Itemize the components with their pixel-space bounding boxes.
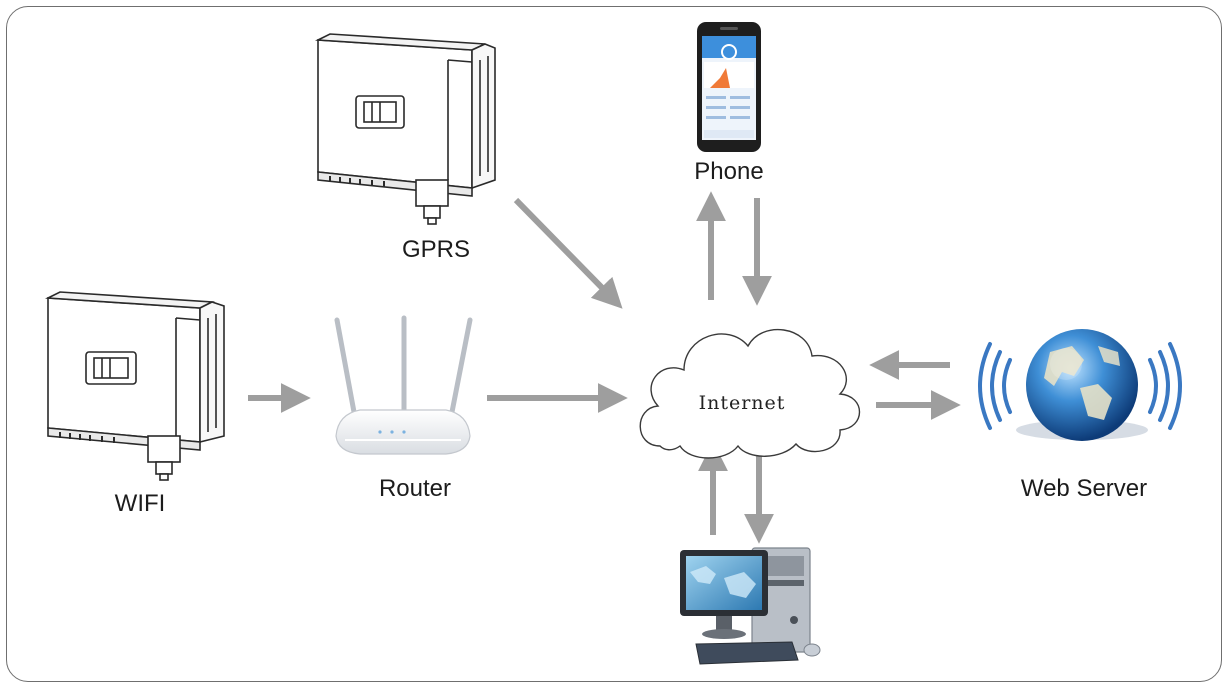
inverter-icon <box>314 33 496 225</box>
phone-label: Phone <box>694 158 764 185</box>
gprs-label: GPRS <box>401 236 471 263</box>
arrows <box>248 191 961 544</box>
arrow-gprs-to-internet <box>513 197 623 309</box>
cloud-icon <box>639 328 861 459</box>
web-server-label: Web Server <box>1020 475 1148 502</box>
wifi-label: WIFI <box>114 490 166 517</box>
phone-icon <box>697 22 761 152</box>
internet-label: Internet <box>698 392 786 414</box>
router-label: Router <box>378 475 452 502</box>
inverter-icon <box>45 291 225 481</box>
globe-icon <box>978 329 1182 441</box>
router-icon <box>334 315 473 455</box>
computer-icon <box>680 547 821 665</box>
